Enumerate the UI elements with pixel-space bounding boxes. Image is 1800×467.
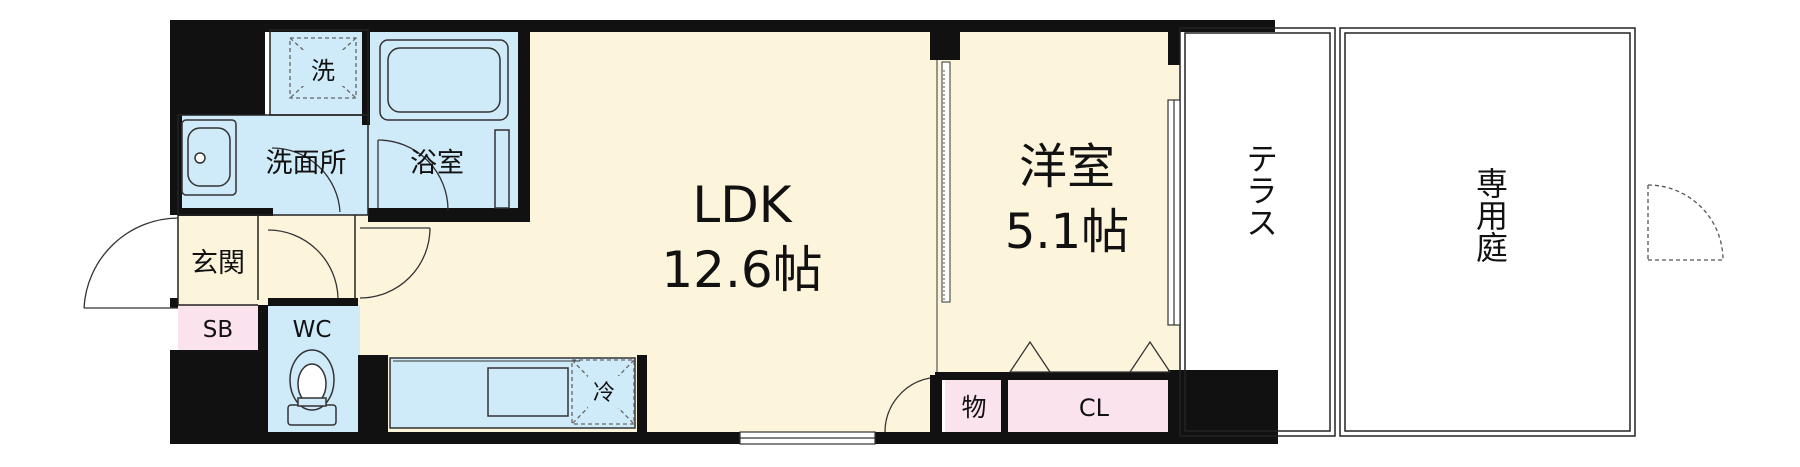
- western-window: [1167, 99, 1181, 326]
- shoe-box-label: SB: [203, 317, 233, 343]
- bathroom-door-arc: [377, 139, 449, 211]
- entrance-label: 玄関: [191, 248, 245, 279]
- walls: [170, 20, 1278, 444]
- ldk-size-label: 12.6帖: [661, 241, 822, 299]
- washroom-label: 洗面所: [266, 148, 347, 179]
- closet-doors: [1009, 340, 1171, 373]
- closet-floor: [1008, 380, 1180, 432]
- garden-label: 専用庭: [1471, 167, 1509, 263]
- bathtub-icon: [379, 39, 510, 209]
- western-room-name-label: 洋室: [1019, 139, 1115, 195]
- bathroom-label: 浴室: [410, 148, 464, 179]
- ldk-window: [739, 431, 876, 445]
- ldk-door-arc: [359, 227, 431, 299]
- toilet-label: WC: [293, 317, 332, 343]
- hall-door-arc: [267, 229, 339, 299]
- western-room-floor: [935, 30, 1180, 375]
- terrace-label: テラス: [1241, 142, 1279, 238]
- ldk-name-label: LDK: [692, 176, 792, 234]
- garden-gate: [1647, 184, 1724, 261]
- storage-door-arc: [884, 377, 931, 433]
- washroom-door-arc: [271, 147, 341, 213]
- entrance-door-arc: [83, 217, 179, 309]
- storage-label: 物: [961, 393, 986, 422]
- sliding-door: [936, 60, 951, 372]
- wash-machine-label: 洗: [311, 57, 335, 85]
- toilet-icon: [287, 349, 337, 426]
- western-room-size-label: 5.1帖: [1005, 204, 1129, 260]
- storage-floor: [945, 380, 1003, 432]
- shoe-box-floor: [178, 305, 258, 350]
- closet-label: CL: [1079, 394, 1110, 422]
- sink-icon: [181, 119, 237, 196]
- fridge-label: 冷: [593, 381, 615, 406]
